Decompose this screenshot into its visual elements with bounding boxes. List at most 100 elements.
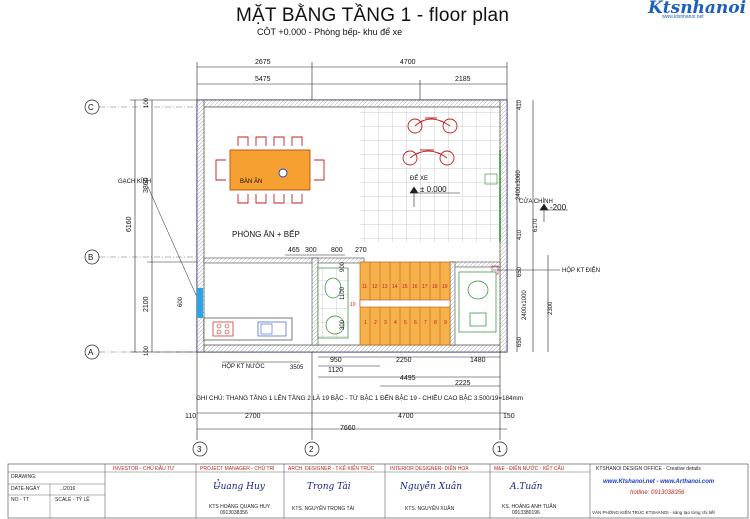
kitchen-counter [203, 317, 293, 341]
dim-1480: 1480 [470, 357, 486, 364]
dim-4495: 4495 [400, 375, 416, 382]
staircase [359, 261, 451, 346]
dim-stair-900: 900 [340, 261, 346, 272]
dim-465: 465 [288, 247, 300, 254]
tb-drawing: DRAWING: [11, 474, 37, 480]
glass-brick [197, 288, 203, 318]
svg-text:5: 5 [404, 320, 407, 326]
label-cua-chinh: CỬA CHÍNH [519, 198, 553, 205]
grid-label-a: A [88, 348, 94, 357]
bottom-dimensions [196, 352, 507, 440]
tb-pm-name: KTS HOÀNG QUANG HUY [209, 504, 271, 510]
dim-top-4700: 4700 [400, 59, 416, 66]
dim-top-2185: 2185 [455, 76, 471, 83]
grid-bubble-2 [304, 441, 320, 457]
page-subtitle: CÔT +0.000 - Phòng bếp- khu để xe [257, 27, 403, 37]
dim-left-600: 600 [178, 296, 184, 307]
svg-text:7: 7 [424, 320, 427, 326]
dim-300: 300 [305, 247, 317, 254]
dim-bottom-4700: 4700 [398, 413, 414, 420]
grid-col-bubbles [192, 441, 508, 457]
grid-label-c: C [88, 103, 94, 112]
tb-no: NO - TT [11, 497, 29, 503]
grid-bubble-3 [192, 441, 208, 457]
logo-text: Ktsnhanoi [648, 0, 747, 18]
grid-label-1: 1 [497, 445, 502, 454]
wc-fixtures [317, 267, 497, 339]
dim-top-2675: 2675 [255, 59, 271, 66]
tb-pm-signature: Ủ̶uang Huy [213, 482, 265, 492]
tb-office: VĂN PHÒNG KIẾN TRÚC KTSHANOI - sáng tạo … [592, 510, 715, 515]
dim-right-6170: 6170 [533, 218, 539, 232]
label-hop-kt-dien: HỘP KT ĐIỆN [562, 266, 600, 274]
dim-right-650b: 650 [517, 336, 523, 347]
grid-row-bubbles [84, 99, 197, 360]
svg-text:2: 2 [374, 320, 377, 326]
dim-right-2400x1000: 2400x1000 [522, 290, 528, 320]
dim-270: 270 [355, 247, 367, 254]
label-ban-an: BÀN ĂN [240, 178, 262, 185]
svg-text:19: 19 [442, 284, 448, 290]
svg-text:3: 3 [384, 320, 387, 326]
right-dimensions [516, 100, 549, 352]
dim-950: 950 [330, 357, 342, 364]
logo-website: www.ktsnhanoi.net [662, 14, 704, 20]
grid-bubble-1 [492, 441, 508, 457]
dining-table [215, 136, 325, 204]
left-dimensions [130, 99, 197, 353]
svg-text:17: 17 [422, 284, 428, 290]
dim-right-410b: 410 [517, 229, 523, 240]
stair-steps [369, 262, 441, 345]
tb-interior: INTERIOR DESIGNER- DIỄN HỌA [390, 466, 469, 472]
dim-right-2400x3060: 2400x3060 [516, 170, 522, 200]
page-title: MẶT BẰNG TẦNG 1 - floor plan [236, 5, 510, 26]
label-gach-kinh: GẠCH KÍNH [118, 178, 151, 185]
building-walls [196, 99, 508, 353]
svg-text:8: 8 [434, 320, 437, 326]
dim-right-650a: 650 [517, 266, 523, 277]
title-block: DRAWING: DATE-NGÀY ../2016 NO - TT SCALE… [0, 462, 750, 519]
stair-numbers: 11 12 13 14 15 16 17 18 19 1 2 3 4 5 6 7… [350, 284, 448, 326]
svg-text:1: 1 [364, 320, 367, 326]
svg-text:9: 9 [444, 320, 447, 326]
dim-bottom-7660: 7660 [340, 425, 356, 432]
dim-left-100b: 100 [144, 345, 150, 356]
tb-arch: ARCH. DESIGNER - T.KẾ KIẾN TRÚC [288, 466, 375, 472]
stair-note: GHI CHÚ: THANG TẦNG 1 LÊN TẦNG 2 LÀ 19 B… [196, 392, 523, 402]
tb-websites[interactable]: www.Ktshanoi.net - www.Arthanoi.com [603, 479, 715, 485]
tb-me-signature: A.Tuấn [510, 482, 543, 492]
grid-label-3: 3 [197, 445, 202, 454]
dim-1120: 1120 [328, 367, 343, 374]
label-3505: 3505 [290, 365, 304, 371]
svg-text:10: 10 [350, 302, 356, 308]
tb-interior-name: KTS. NGUYỄN XUÂN [405, 506, 455, 512]
grid-label-2: 2 [309, 445, 314, 454]
dim-800: 800 [331, 247, 343, 254]
dim-top-5475: 5475 [255, 76, 271, 83]
svg-text:14: 14 [392, 284, 398, 290]
top-dimensions [196, 62, 508, 100]
dim-stair-1100: 1100 [340, 286, 346, 300]
svg-text:15: 15 [402, 284, 408, 290]
dim-2225: 2225 [455, 380, 471, 387]
label-level-200: -200 [550, 203, 567, 212]
label-hop-kt-nuoc: HỘP KT NƯỚC [222, 363, 265, 370]
svg-text:12: 12 [372, 284, 378, 290]
dim-stair-300: 300 [340, 319, 346, 330]
dim-2250: 2250 [396, 357, 412, 364]
svg-text:13: 13 [382, 284, 388, 290]
label-de-xe: ĐỂ XE [410, 175, 428, 182]
dim-left-2100: 2100 [143, 296, 150, 312]
brand-logo[interactable]: Ktsnhanoi www.ktsnhanoi.net [648, 0, 748, 20]
dim-left-100a: 100 [144, 97, 150, 108]
svg-text:6: 6 [414, 320, 417, 326]
tb-scale: SCALE - TỶ LỆ [55, 497, 90, 503]
dim-right-2300: 2300 [548, 301, 554, 315]
tb-hotline: hotline: 0913038356 [630, 490, 685, 496]
tb-interior-signature: Nguyễn Xuân [400, 482, 463, 492]
dim-left-3860: 3860 [143, 177, 150, 193]
svg-text:16: 16 [412, 284, 418, 290]
dim-bottom-110: 110 [185, 413, 196, 420]
tb-pm-phone: 0913038356 [220, 510, 248, 516]
dim-bottom-150: 150 [503, 413, 515, 420]
